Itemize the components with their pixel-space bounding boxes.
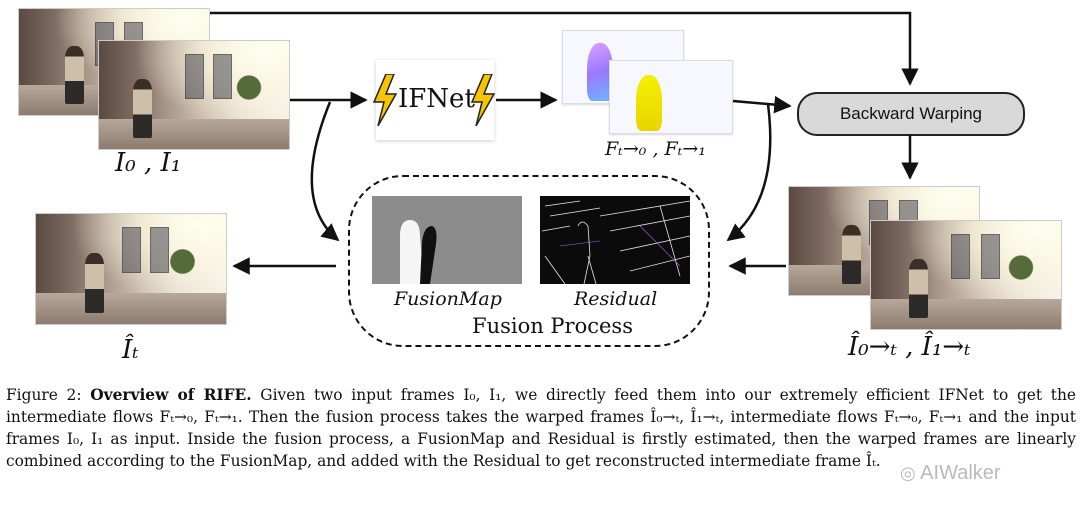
lightning-icon bbox=[470, 74, 496, 126]
warped-frame-1 bbox=[870, 220, 1062, 330]
residual-label: Residual bbox=[574, 288, 658, 310]
fusion-map-image bbox=[372, 196, 522, 284]
inputs-label: I₀ , I₁ bbox=[115, 148, 182, 178]
diagram-arrows bbox=[210, 11, 919, 275]
caption-title: Overview of RIFE. bbox=[90, 386, 252, 404]
fusion-process-region bbox=[348, 175, 710, 347]
figure-caption: Figure 2: Overview of RIFE. Given two in… bbox=[6, 384, 1076, 472]
lightning-icon bbox=[372, 74, 398, 126]
output-label: Îₜ bbox=[122, 335, 139, 365]
wechat-icon: ◎ bbox=[900, 463, 916, 483]
flow-t1-image bbox=[609, 60, 733, 134]
flows-label: Fₜ→₀ , Fₜ→₁ bbox=[605, 138, 706, 160]
backward-warping-block: Backward Warping bbox=[797, 92, 1025, 136]
watermark: ◎ AIWalker bbox=[900, 462, 1001, 485]
ifnet-block: IFNet bbox=[372, 60, 496, 140]
input-frame-1 bbox=[98, 40, 290, 150]
residual-image bbox=[540, 196, 690, 284]
caption-body: Given two input frames I₀, I₁, we direct… bbox=[6, 386, 1077, 470]
fusion-process-label: Fusion Process bbox=[472, 314, 633, 338]
watermark-text: AIWalker bbox=[920, 462, 1001, 484]
fusion-map-label: FusionMap bbox=[394, 288, 502, 310]
output-frame bbox=[35, 213, 227, 325]
ifnet-label: IFNet bbox=[398, 84, 475, 114]
caption-prefix: Figure 2: bbox=[6, 386, 91, 404]
warped-label: Î₀→ₜ , Î₁→ₜ bbox=[848, 332, 971, 362]
